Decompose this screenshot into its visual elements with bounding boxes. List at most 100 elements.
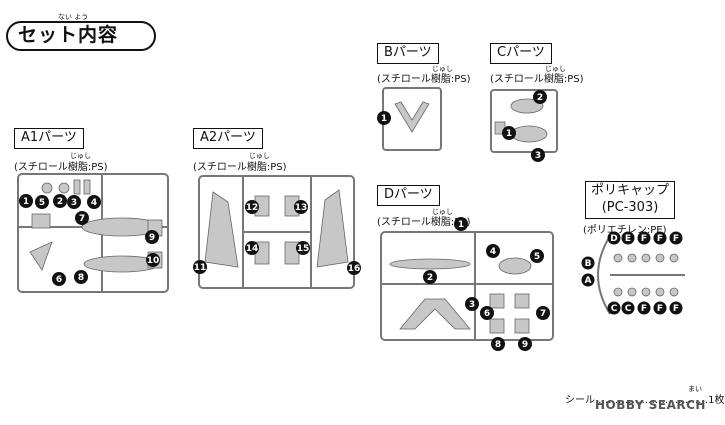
part-badge: 8 bbox=[74, 270, 88, 284]
part-badge: 3 bbox=[531, 148, 545, 162]
svg-text:3: 3 bbox=[469, 300, 475, 310]
part-badge: C bbox=[607, 301, 621, 315]
part-badge: 1 bbox=[19, 194, 33, 208]
svg-text:15: 15 bbox=[297, 244, 310, 254]
svg-text:5: 5 bbox=[534, 252, 540, 262]
section-label-d: Dパーツ bbox=[377, 185, 440, 206]
svg-text:8: 8 bbox=[78, 273, 84, 283]
ruby-a2: じゅし bbox=[249, 152, 270, 160]
part-badge: 6 bbox=[52, 272, 66, 286]
svg-text:F: F bbox=[673, 304, 679, 314]
svg-text:4: 4 bbox=[91, 198, 97, 208]
part-badge: F bbox=[637, 301, 651, 315]
part-number-badges-a2: 12 13 14 15 11 16 bbox=[193, 200, 361, 275]
svg-text:5: 5 bbox=[39, 198, 45, 208]
part-badge: 1 bbox=[454, 217, 468, 231]
part-badge: 16 bbox=[347, 261, 361, 275]
ruby-a1: じゅし bbox=[70, 152, 91, 160]
part-badge: 13 bbox=[294, 200, 308, 214]
watermark: HOBBY SEARCH bbox=[595, 398, 706, 412]
svg-text:9: 9 bbox=[149, 233, 155, 243]
title-ruby: ない よう bbox=[58, 13, 89, 21]
part-number-badges-c: 2 1 3 bbox=[502, 90, 547, 162]
part-badge: A bbox=[581, 273, 595, 287]
ruby-d: じゅし bbox=[432, 208, 453, 216]
svg-text:F: F bbox=[641, 304, 647, 314]
part-badge: 12 bbox=[245, 200, 259, 214]
part-badge: 9 bbox=[518, 337, 532, 351]
sprue-c: 2 1 3 bbox=[490, 89, 558, 162]
part-badge: 4 bbox=[87, 195, 101, 209]
part-badge: D bbox=[607, 231, 621, 245]
svg-text:F: F bbox=[641, 234, 647, 244]
svg-text:8: 8 bbox=[495, 340, 501, 350]
part-badge: 9 bbox=[145, 230, 159, 244]
svg-text:2: 2 bbox=[537, 93, 543, 103]
svg-text:11: 11 bbox=[194, 263, 207, 273]
sprue-a2: 12 13 14 15 11 16 bbox=[193, 175, 361, 289]
part-badge: 14 bbox=[245, 241, 259, 255]
svg-text:C: C bbox=[611, 304, 618, 314]
material-a1: (スチロール樹脂:PS) bbox=[14, 162, 108, 173]
svg-text:C: C bbox=[625, 304, 632, 314]
svg-text:A: A bbox=[585, 276, 592, 286]
part-badge: E bbox=[621, 231, 635, 245]
svg-text:13: 13 bbox=[295, 203, 308, 213]
part-badge: 1 bbox=[502, 126, 516, 140]
part-badge: B bbox=[581, 256, 595, 270]
svg-text:D: D bbox=[610, 234, 617, 244]
svg-text:1: 1 bbox=[381, 114, 387, 124]
part-number-badges-a1: 1 5 2 3 4 7 9 10 6 8 bbox=[19, 194, 160, 286]
part-badge: 6 bbox=[480, 306, 494, 320]
svg-text:2: 2 bbox=[57, 197, 63, 207]
part-badge: 2 bbox=[423, 270, 437, 284]
sprue-a1: 1 5 2 3 4 7 9 10 6 8 bbox=[17, 173, 169, 293]
svg-text:12: 12 bbox=[246, 203, 259, 213]
part-number-badges-d: 1 4 5 2 3 6 7 8 9 bbox=[423, 217, 550, 351]
material-b: (スチロール樹脂:PS) bbox=[377, 74, 471, 85]
svg-text:F: F bbox=[673, 234, 679, 244]
svg-text:14: 14 bbox=[246, 244, 259, 254]
svg-text:1: 1 bbox=[458, 220, 464, 230]
svg-text:7: 7 bbox=[540, 309, 546, 319]
material-poly: (ポリエチレン:PE) bbox=[583, 225, 667, 236]
ruby-c: じゅし bbox=[545, 65, 566, 73]
part-badge: 11 bbox=[193, 260, 207, 274]
svg-text:1: 1 bbox=[23, 197, 29, 207]
section-label-poly: ポリキャップ (PC-303) bbox=[585, 181, 676, 219]
part-badge: 1 bbox=[377, 111, 391, 125]
part-badge: F bbox=[653, 301, 667, 315]
page-title: セット内容 bbox=[6, 21, 156, 51]
svg-text:E: E bbox=[625, 234, 631, 244]
part-badge: F bbox=[637, 231, 651, 245]
svg-text:6: 6 bbox=[56, 275, 62, 285]
section-label-c: Cパーツ bbox=[490, 43, 552, 64]
part-badge: 7 bbox=[75, 211, 89, 225]
section-label-a1: A1パーツ bbox=[14, 128, 84, 149]
material-c: (スチロール樹脂:PS) bbox=[490, 74, 584, 85]
part-badge: 3 bbox=[465, 297, 479, 311]
sprue-b: 1 bbox=[377, 87, 442, 151]
part-badge: 8 bbox=[491, 337, 505, 351]
svg-text:3: 3 bbox=[535, 151, 541, 161]
part-badge: 5 bbox=[530, 249, 544, 263]
part-badge: 4 bbox=[486, 244, 500, 258]
part-badge: 7 bbox=[536, 306, 550, 320]
svg-text:16: 16 bbox=[348, 264, 361, 274]
poly-label-code: (PC-303) bbox=[601, 200, 659, 215]
part-letter-badges-poly: D E F F F B A C C F F F bbox=[581, 231, 683, 315]
svg-text:B: B bbox=[585, 259, 592, 269]
material-a2: (スチロール樹脂:PS) bbox=[193, 162, 287, 173]
part-badge: F bbox=[669, 301, 683, 315]
part-number-badges-b: 1 bbox=[377, 111, 391, 125]
footer-ruby: まい bbox=[688, 385, 702, 393]
part-badge: 5 bbox=[35, 195, 49, 209]
section-label-a2: A2パーツ bbox=[193, 128, 263, 149]
sprue-d: 1 4 5 2 3 6 7 8 9 bbox=[380, 217, 554, 351]
part-badge: 2 bbox=[533, 90, 547, 104]
part-badge: F bbox=[653, 231, 667, 245]
part-badge: C bbox=[621, 301, 635, 315]
part-badge: 3 bbox=[67, 195, 81, 209]
poly-label: ポリキャップ bbox=[591, 183, 670, 198]
svg-text:7: 7 bbox=[79, 214, 85, 224]
